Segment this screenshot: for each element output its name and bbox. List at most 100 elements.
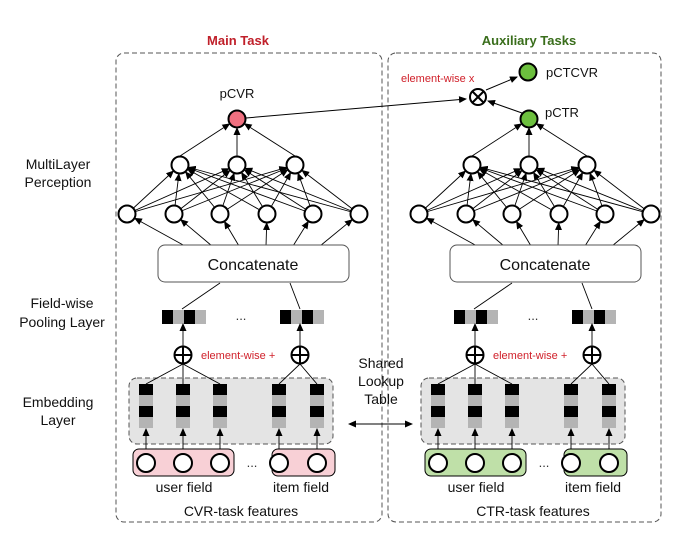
feature-node [561,453,581,473]
pooled-vector-cell [465,310,476,324]
embedding-vector-cell [272,384,286,395]
embedding-vector-cell [139,395,153,406]
edge [301,169,360,215]
edge [472,219,505,247]
pooled-vector-cell [572,310,583,324]
edge [126,166,288,215]
ctr-task-column: Concatenate...element-wise +...user fiel… [409,109,661,519]
edge [187,167,314,215]
mlp-node [577,155,597,175]
mlp-node [349,204,369,224]
embedding-vector-cell [176,406,190,417]
feature-node [269,453,289,473]
edge [299,363,318,385]
embedding-vector-cell [602,406,616,417]
feature-node [428,453,448,473]
mlp-node [502,204,522,224]
embedding-layer-label: Embedding Layer [23,394,94,428]
elementwise-sum-label: element-wise + [201,350,275,362]
embedding-vector-cell [139,406,153,417]
edge [179,123,231,157]
embedding-vector-cell [468,384,482,395]
embedding-vector-cell [564,395,578,406]
mlp-node [227,155,247,175]
feature-node [465,453,485,473]
pooled-vector-cell [476,310,487,324]
pooled-vector-cell [454,310,465,324]
pooled-vector-cell [487,310,498,324]
mlp-label-line2: Perception [25,174,92,190]
mlp-node [170,155,190,175]
edge [263,221,270,247]
aux-tasks-title: Auxiliary Tasks [482,33,576,48]
embed-label-line2: Layer [40,412,75,428]
edge [224,220,240,247]
pooled-vector-cell [195,310,206,324]
mlp-node [641,204,661,224]
pcvr-label: pCVR [220,86,255,101]
feature-node [502,453,522,473]
embedding-vector-cell [176,384,190,395]
edge [187,165,360,215]
feature-node [173,453,193,473]
multiply-operator-icon [469,88,487,106]
edge [418,168,522,215]
embedding-vector-cell [310,384,324,395]
embedding-vector-cell [468,406,482,417]
pooled-vector-cell [162,310,173,324]
edge [555,221,562,247]
pooled-vector-cell [184,310,195,324]
pooled-vector-cell [313,310,324,324]
main-task-box [115,52,383,523]
edge [244,167,360,215]
feature-node [210,453,230,473]
edge [181,282,221,310]
edge [570,363,593,385]
pctr-to-multiply-edge [487,100,523,114]
mlp-node [409,204,429,224]
embedding-vector-cell [602,417,616,428]
cvr-task-column: Concatenate...element-wise +...user fiel… [117,109,369,519]
pctcvr-node [518,62,538,82]
pooled-vector-cell [291,310,302,324]
embedding-vector-cell [431,406,445,417]
embedding-vector-cell [310,406,324,417]
pctr-node [519,109,539,129]
edge [418,170,467,215]
pooling-ellipsis: ... [236,308,247,323]
task-features-label: CVR-task features [184,503,298,519]
embedding-vector-cell [564,384,578,395]
edge [292,220,309,247]
mlp-node [285,155,305,175]
mlp-node [549,204,569,224]
field-ellipsis: ... [247,455,258,470]
embedding-vector-cell [505,384,519,395]
shared-line2: Lookup [358,373,404,389]
embedding-vector-cell [213,395,227,406]
edge [591,363,610,385]
embedding-vector-cell [139,384,153,395]
main-task-title: Main Task [207,33,270,48]
mlp-layer-label: MultiLayer Perception [25,156,92,190]
embedding-vector-cell [139,417,153,428]
embedding-vector-cell [505,406,519,417]
pooling-layer-label: Field-wise Pooling Layer [19,295,105,330]
pcvr-to-multiply-edge [245,96,467,119]
pooled-vector-cell [302,310,313,324]
edge [126,168,230,215]
embedding-vector-cell [564,406,578,417]
pooling-ellipsis: ... [528,308,539,323]
embedding-vector-cell [213,406,227,417]
embed-label-line1: Embedding [23,394,94,410]
edge [471,123,523,157]
elementwise-sum-icon [290,345,310,365]
edge [134,217,186,247]
shared-line3: Table [364,391,398,407]
user-field-label: user field [156,479,213,495]
user-field-label: user field [448,479,505,495]
mlp-node [303,204,323,224]
embedding-vector-cell [602,395,616,406]
edge [418,166,580,215]
item-field-label: item field [273,479,329,495]
edge [289,282,301,310]
